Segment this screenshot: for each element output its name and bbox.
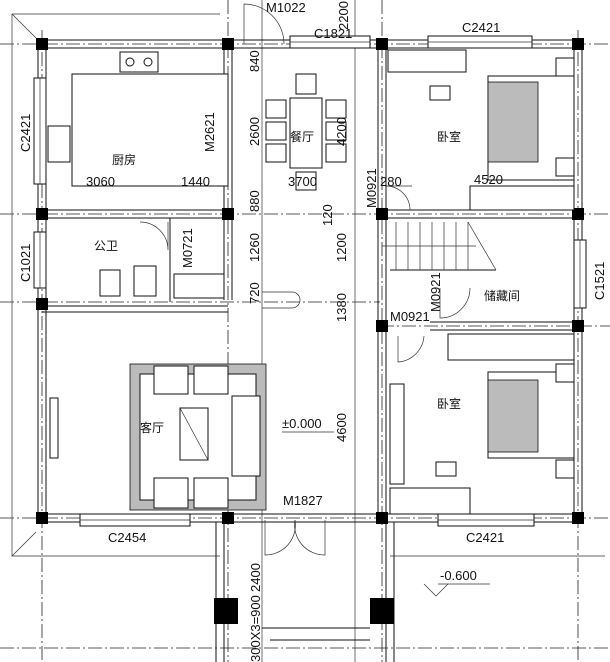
window-label-c2421-left: C2421 [18, 114, 33, 152]
windows [33, 35, 587, 527]
level-floor: ±0.000 [282, 416, 322, 431]
doors [139, 3, 471, 556]
dim-1260: 1260 [247, 233, 262, 262]
dim-120: 120 [320, 204, 335, 226]
room-label-living: 客厅 [140, 420, 164, 435]
dim-900: 300X3=900 [248, 595, 263, 662]
room-label-dining: 餐厅 [290, 129, 314, 144]
dim-280: 280 [380, 174, 402, 189]
window-label-c2421-bottom: C2421 [466, 530, 504, 545]
window-label-c1021: C1021 [18, 244, 33, 282]
dim-880: 880 [247, 190, 262, 212]
window-label-c2454: C2454 [108, 530, 146, 545]
dim-3700: 3700 [288, 174, 317, 189]
dim-3060: 3060 [86, 174, 115, 189]
level-outside-marker: -0.600 [423, 568, 490, 597]
dim-2600: 2600 [247, 117, 262, 146]
dim-4200: 4200 [334, 117, 349, 146]
door-label-m0921-a: M0921 [364, 168, 379, 208]
room-label-bathroom: 公卫 [94, 239, 118, 253]
window-label-c2421-top: C2421 [462, 20, 500, 35]
columns [36, 38, 584, 524]
room-label-bedroom-north: 卧室 [437, 129, 461, 144]
dim-1200: 1200 [334, 233, 349, 262]
door-label-m0921-b: M0921 [428, 272, 443, 312]
sink [47, 125, 71, 163]
door-label-m2621: M2621 [202, 112, 217, 152]
room-label-kitchen: 厨房 [112, 152, 136, 167]
dim-1380: 1380 [334, 293, 349, 322]
room-label-bedroom-south: 卧室 [437, 396, 461, 411]
door-label-m0921-c: M0921 [390, 309, 430, 324]
level-outside: -0.600 [440, 568, 477, 583]
window-label-c1521: C1521 [592, 262, 607, 300]
door-label-m0721: M0721 [180, 228, 195, 268]
dim-1440: 1440 [181, 174, 210, 189]
dim-2200: 2200 [336, 1, 351, 30]
furniture [47, 49, 575, 515]
window-label-c1821: C1821 [314, 26, 352, 41]
door-label-m1827: M1827 [283, 493, 323, 508]
dim-720: 720 [247, 282, 262, 304]
room-label-storage: 储藏间 [484, 288, 520, 303]
dim-4600: 4600 [334, 413, 349, 442]
staircase [382, 221, 497, 271]
door-label-m1022: M1022 [266, 0, 306, 15]
dim-2400: 2400 [248, 563, 263, 592]
eaves-outline [11, 13, 605, 557]
stove [119, 51, 159, 73]
dim-840: 840 [247, 50, 262, 72]
dim-4520: 4520 [474, 172, 503, 187]
